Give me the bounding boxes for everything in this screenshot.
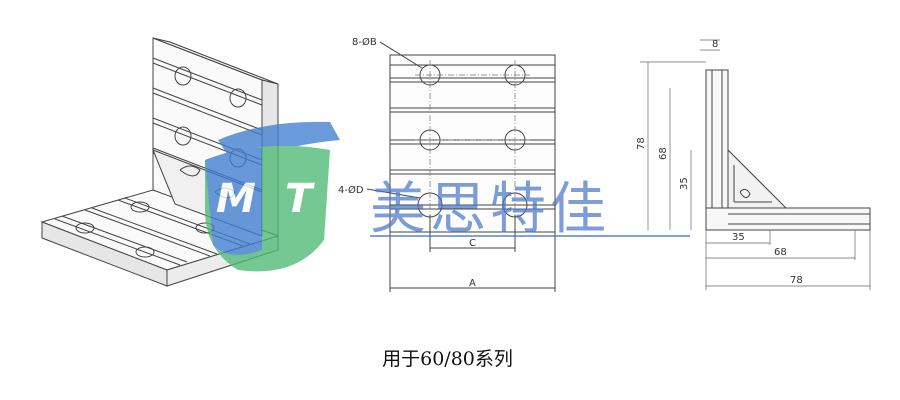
hole-d-label: 4-ØD (338, 184, 364, 196)
logo-letter-m: M (216, 176, 256, 222)
hole-b-label: 8-ØB (352, 36, 377, 48)
side-view (640, 39, 871, 290)
dim-68-vertical-label: 68 (658, 147, 669, 160)
dim-78-vertical-label: 78 (636, 137, 647, 150)
dim-35-horizontal-label: 35 (732, 232, 745, 243)
watermark-text: 美思特佳 (370, 177, 610, 242)
dim-35-vertical-label: 35 (679, 177, 690, 190)
logo-letter-t: T (285, 176, 315, 222)
dim-68-horizontal-label: 68 (774, 247, 787, 258)
caption-box: 用于60/80系列 (345, 335, 550, 380)
dim-78-horizontal-label: 78 (790, 275, 803, 286)
dim-c-label: C (469, 238, 476, 249)
watermark-logo: M T (205, 121, 340, 272)
caption: 用于60/80系列 (382, 348, 513, 370)
logo-blue-shield (205, 147, 262, 255)
dim-8-label: 8 (712, 39, 718, 50)
dim-a-label: A (469, 278, 476, 289)
front-view (366, 41, 556, 292)
